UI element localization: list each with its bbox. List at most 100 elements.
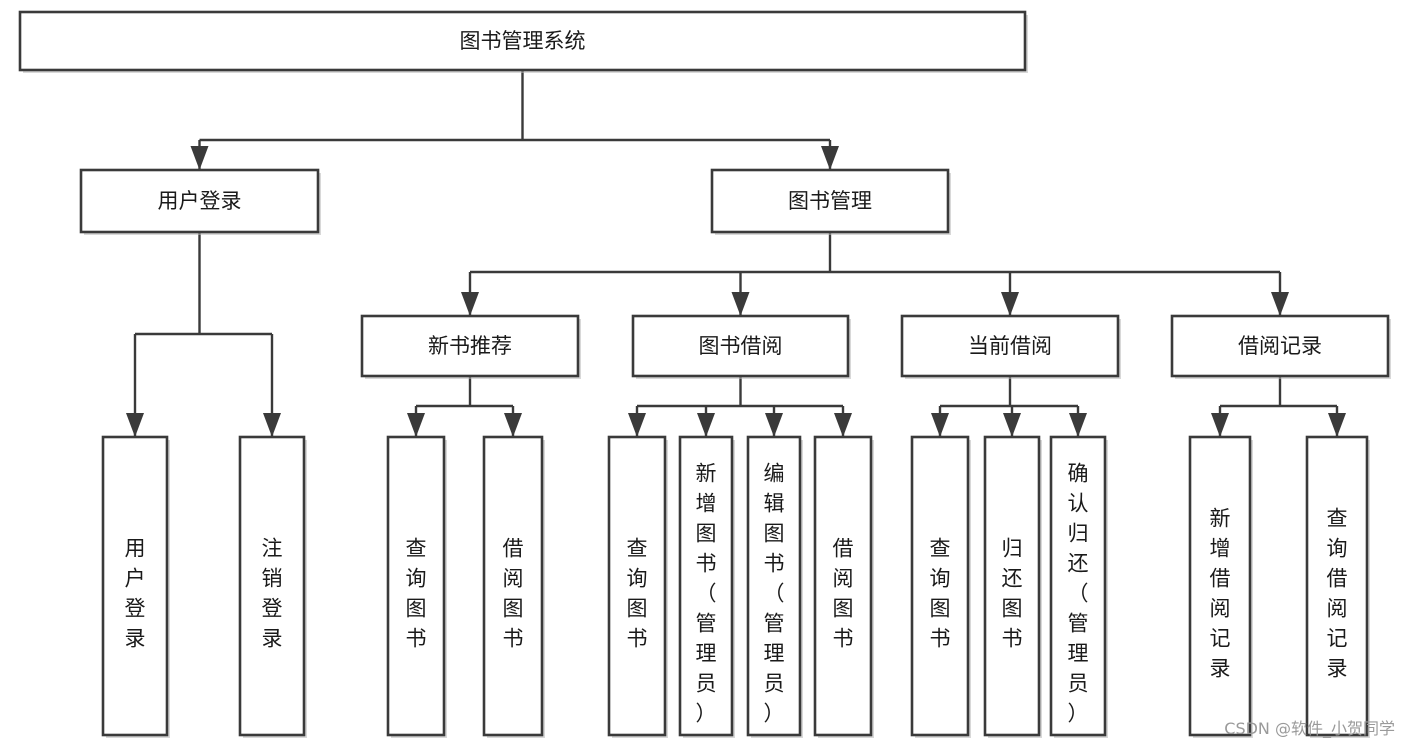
leaf-node-11-新增借阅记录-rect[interactable] xyxy=(1188,435,1252,737)
leaf-node-6-编辑图书管理员-label-char: 辑 xyxy=(764,491,785,515)
leaf-node-5-新增图书管理员-rect[interactable] xyxy=(678,435,734,737)
leaf-node-3-借阅图书-label-char: 图 xyxy=(503,596,524,620)
leaf-node-2-查询图书-label-char: 书 xyxy=(406,626,427,650)
leaf-node-5-新增图书管理员-label-char: ） xyxy=(696,701,717,725)
leaf-node-7-借阅图书-label-char: 阅 xyxy=(833,566,854,590)
leaf-node-12-查询借阅记录-label-char: 阅 xyxy=(1327,596,1348,620)
leaf-node-7-借阅图书-label-char: 借 xyxy=(833,536,854,560)
leafgroup-当前借阅-arrow-1 xyxy=(1003,413,1021,437)
leaf-node-4-查询图书-label-char: 图 xyxy=(627,596,648,620)
node-用户登录[interactable]: 用户登录 xyxy=(79,168,321,235)
node-图书借阅-rect[interactable] xyxy=(631,314,850,378)
leaf-node-2-查询图书-label-char: 查 xyxy=(406,536,427,560)
leaf-node-7-借阅图书-label-char: 图 xyxy=(833,596,854,620)
leaf-node-4-查询图书-label-char: 查 xyxy=(627,536,648,560)
leaf-node-11-新增借阅记录-label-char: 借 xyxy=(1210,566,1231,590)
node-当前借阅-rect[interactable] xyxy=(900,314,1120,378)
leaf-node-9-归还图书-rect[interactable] xyxy=(983,435,1041,737)
root-to-level2-arrow-0 xyxy=(190,146,209,170)
node-图书管理系统-rect[interactable] xyxy=(18,10,1027,72)
leaf-node-6-编辑图书管理员-label-char: 理 xyxy=(764,641,785,665)
leaf-node-10-确认归还管理员-label-char: 认 xyxy=(1068,491,1089,515)
leaf-node-1-注销登录-label-char: 登 xyxy=(262,596,283,620)
leafgroup-新书推荐-arrow-0 xyxy=(407,413,425,437)
leaf-node-12-查询借阅记录-label-char: 记 xyxy=(1327,626,1348,650)
leafgroup-图书借阅-arrow-0 xyxy=(628,413,646,437)
node-当前借阅[interactable]: 当前借阅 xyxy=(900,314,1121,379)
leaf-node-10-确认归还管理员-rect[interactable] xyxy=(1049,435,1107,737)
leaf-node-2-查询图书-label-char: 图 xyxy=(406,596,427,620)
leaf-node-10-确认归还管理员-label-char: 管 xyxy=(1068,611,1089,635)
leaf-node-6-编辑图书管理员-label-char: ） xyxy=(764,701,785,725)
leaf-node-6-编辑图书管理员-label-char: 书 xyxy=(764,551,785,575)
node-图书借阅[interactable]: 图书借阅 xyxy=(631,314,851,379)
csdn-watermark: CSDN @软件_小贺同学 xyxy=(1224,719,1395,739)
root-to-level2-arrow-1 xyxy=(821,146,839,170)
leaf-node-8-查询图书-label-char: 查 xyxy=(930,536,951,560)
leaf-node-2-查询图书-rect[interactable] xyxy=(386,435,446,737)
leaf-node-5-新增图书管理员-label-char: 图 xyxy=(696,521,717,545)
node-用户登录-label: 用户登录 xyxy=(158,189,242,213)
leaf-node-6-编辑图书管理员-rect[interactable] xyxy=(746,435,802,737)
leaf-node-11-新增借阅记录-label-char: 新 xyxy=(1210,506,1231,530)
leaf-node-9-归还图书-label-char: 书 xyxy=(1002,626,1023,650)
leaf-node-7-借阅图书-rect[interactable] xyxy=(813,435,873,737)
leaf-node-3-借阅图书-label-char: 借 xyxy=(503,536,524,560)
leaf-node-3-借阅图书-label-char: 阅 xyxy=(503,566,524,590)
leaf-node-12-查询借阅记录-label-char: 借 xyxy=(1327,566,1348,590)
node-图书管理[interactable]: 图书管理 xyxy=(710,168,951,235)
node-新书推荐[interactable]: 新书推荐 xyxy=(360,314,581,379)
leaf-node-2-查询图书-label-char: 询 xyxy=(406,566,427,590)
leaf-node-7-借阅图书-label-char: 书 xyxy=(833,626,854,650)
node-用户登录-rect[interactable] xyxy=(79,168,320,234)
leaf-node-10-确认归还管理员-label-char: ） xyxy=(1068,701,1089,725)
leaf-node-1-注销登录-rect[interactable] xyxy=(238,435,306,737)
leaf-node-0-用户登录-label-char: 用 xyxy=(125,536,146,560)
leaf-node-4-查询图书-rect[interactable] xyxy=(607,435,667,737)
leaf-node-3-借阅图书-label-char: 书 xyxy=(503,626,524,650)
node-新书推荐-rect[interactable] xyxy=(360,314,580,378)
leaf-node-9-归还图书-label-char: 归 xyxy=(1002,536,1023,560)
leaf-node-3-借阅图书-rect[interactable] xyxy=(482,435,544,737)
leafgroup-用户登录-arrow-0 xyxy=(126,413,144,437)
leaf-node-6-编辑图书管理员-label-char: 员 xyxy=(764,671,785,695)
node-当前借阅-label: 当前借阅 xyxy=(968,334,1052,358)
leaf-node-11-新增借阅记录-label-char: 增 xyxy=(1210,536,1231,560)
leaf-node-5-新增图书管理员-label-char: （ xyxy=(696,581,717,605)
leafgroup-当前借阅-arrow-0 xyxy=(931,413,949,437)
leaf-node-10-确认归还管理员-label-char: 理 xyxy=(1068,641,1089,665)
leaf-node-10-确认归还管理员-label-char: 确 xyxy=(1068,461,1089,485)
leafgroup-图书借阅-arrow-1 xyxy=(697,413,715,437)
node-借阅记录-rect[interactable] xyxy=(1170,314,1390,378)
leaf-node-0-用户登录-rect[interactable] xyxy=(101,435,169,737)
node-借阅记录[interactable]: 借阅记录 xyxy=(1170,314,1391,379)
leaf-node-4-查询图书-label-char: 书 xyxy=(627,626,648,650)
leaf-node-0-用户登录[interactable]: 用户登录 xyxy=(101,435,170,738)
node-图书管理系统[interactable]: 图书管理系统 xyxy=(18,10,1028,73)
leaf-node-8-查询图书-rect[interactable] xyxy=(910,435,970,737)
node-图书管理-label: 图书管理 xyxy=(788,189,872,213)
leaf-node-12-查询借阅记录-rect[interactable] xyxy=(1305,435,1369,737)
leaf-node-8-查询图书-label-char: 询 xyxy=(930,566,951,590)
leafgroup-借阅记录-arrow-1 xyxy=(1328,413,1346,437)
leaf-node-5-新增图书管理员-label-char: 员 xyxy=(696,671,717,695)
leaf-node-0-用户登录-label-char: 登 xyxy=(125,596,146,620)
leaf-node-9-归还图书-label-char: 还 xyxy=(1002,566,1023,590)
node-借阅记录-label: 借阅记录 xyxy=(1238,334,1322,358)
leaf-node-10-确认归还管理员-label-char: 归 xyxy=(1068,521,1089,545)
node-图书管理-rect[interactable] xyxy=(710,168,950,234)
